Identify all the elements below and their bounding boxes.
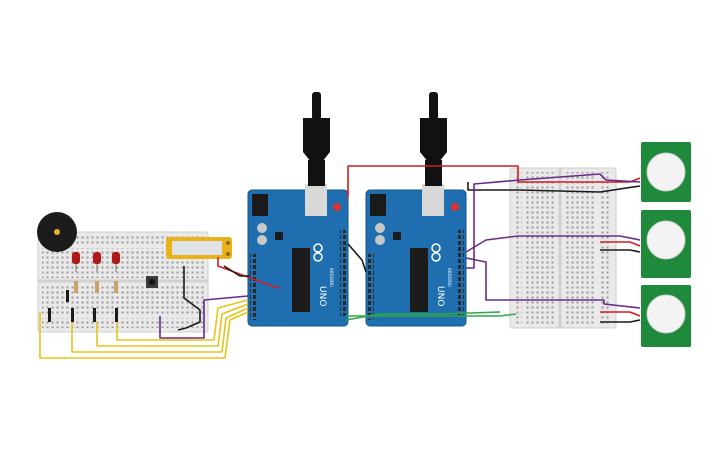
breadboard-right-rail-left [514, 172, 522, 324]
wire-black-arduino-left [223, 265, 250, 277]
arduino-uno-left: UNO ARDUINO [247, 92, 349, 327]
atmega-chip-left [292, 248, 310, 312]
wire-black-pir3 [600, 319, 641, 323]
wire-purple-pir2 [465, 235, 641, 253]
breadboard-right [509, 167, 617, 329]
power-jack-right [370, 194, 386, 216]
wire-yellow-2 [71, 307, 249, 353]
breadboard-right-rail-right [600, 172, 610, 324]
breadboard-right-terminals-right [564, 172, 594, 324]
pir-sensor-2 [641, 210, 691, 278]
wire-red-pir2 [600, 241, 641, 247]
jumper-black-4 [93, 308, 96, 322]
jumper-black-1 [66, 290, 69, 302]
jumper-black-2 [48, 308, 51, 322]
breadboard-left-rail-top [42, 236, 204, 246]
power-header-left [250, 254, 256, 320]
wire-black-pir2 [600, 249, 641, 253]
arduino-right-model-label: UNO [435, 286, 445, 306]
power-header-right [368, 254, 374, 320]
wire-yellow-3 [96, 303, 249, 347]
wire-yellow-1 [39, 311, 249, 359]
wire-black-inter-arduino [347, 243, 367, 273]
jumper-black-3 [71, 308, 74, 322]
resistor-3 [114, 281, 118, 293]
digital-header-right [458, 230, 464, 316]
usb-plug-right-body [420, 118, 447, 162]
reset-button-right [451, 203, 459, 211]
wire-yellow-4 [116, 299, 249, 341]
led-2 [93, 252, 101, 272]
reset-button-left [333, 203, 341, 211]
wire-green-2 [345, 311, 501, 321]
wires [39, 165, 641, 359]
arduino-right-brand-label: ARDUINO [447, 268, 452, 287]
wire-black-lcd-ground [177, 266, 201, 331]
wire-purple-pir3 [465, 257, 641, 309]
wire-purple-button [159, 295, 249, 339]
usb-plug-left-neck [308, 160, 325, 186]
pushbutton-icon [146, 276, 158, 288]
arduino-infinity-logo-icon [313, 243, 323, 262]
piezo-buzzer-icon [37, 212, 77, 252]
atmega-chip-right [410, 248, 428, 312]
lcd-display-icon [166, 237, 232, 259]
jumper-black-5 [115, 308, 118, 322]
pir-sensor-1 [641, 142, 691, 202]
breadboard-left-rail-bottom [42, 318, 204, 328]
arduino-infinity-logo-icon [431, 243, 441, 262]
resistor-2 [95, 281, 99, 293]
wire-purple-pir1 [466, 173, 641, 269]
usb-plug-right-neck [425, 160, 442, 186]
pir-sensor-3 [641, 285, 691, 347]
usb-connector-right [422, 184, 444, 216]
usb-plug-left-body [303, 118, 330, 162]
breadboard-right-terminals-left [526, 172, 556, 324]
led-3 [112, 252, 120, 272]
led-1 [72, 252, 80, 272]
usb-cable-right [429, 92, 438, 120]
arduino-uno-right: UNO ARDUINO [365, 92, 467, 327]
digital-header-left [340, 230, 346, 316]
arduino-left-model-label: UNO [317, 286, 327, 306]
wire-black-pir1 [467, 182, 641, 193]
power-jack-left [252, 194, 268, 216]
resistor-1 [74, 281, 78, 293]
wire-red-pir3 [600, 311, 641, 317]
arduino-left-brand-label: ARDUINO [329, 268, 334, 287]
usb-connector-left [305, 184, 327, 216]
usb-cable-left [312, 92, 321, 120]
